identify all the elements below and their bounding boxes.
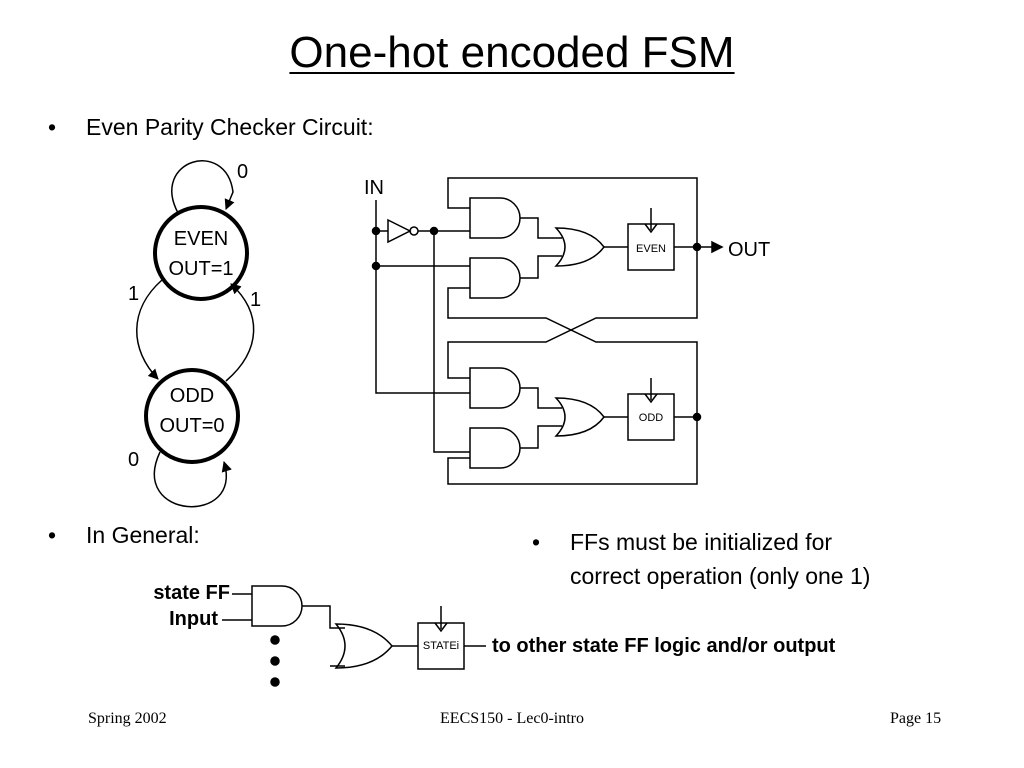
odd-feedback-bottom [447,417,698,485]
footer-page: Page 15 [890,710,942,727]
bullet-text-line1: FFs must be initialized for [570,529,833,555]
out-arrow [711,240,724,254]
state-even-name: EVEN [174,228,228,250]
wire [302,605,345,629]
state-odd-circle [144,368,240,464]
or-gate-even [554,227,605,267]
state-even-output: OUT=1 [168,258,233,280]
general-output-text: to other state FF logic and/or output [492,635,836,657]
in-label: IN [364,177,384,199]
bullet-text: In General: [86,522,200,548]
wire [520,387,562,409]
and-gate-3 [469,367,521,409]
transition-odd-to-even [225,283,255,382]
trans-odd-even-label: 1 [250,289,261,311]
self-loop-odd [153,451,232,508]
state-odd-name: ODD [170,385,214,407]
inv-to-and4-wire [433,231,470,453]
state-even-circle [153,205,249,301]
footer-date: Spring 2002 [88,710,167,727]
general-circuit: state FF Input STATEi to other state FF … [153,582,836,687]
transition-even-to-odd [136,279,163,380]
even-feedback-to-and3 [447,247,698,379]
and-gate-1 [469,197,521,239]
loop-odd-label: 0 [128,449,139,471]
and-gate-2 [469,257,521,299]
state-odd-output: OUT=0 [159,415,224,437]
footer-course: EECS150 - Lec0-intro [440,710,584,727]
clock-triangle [644,393,658,404]
loop-even-label: 0 [237,161,248,183]
clock-triangle [644,223,658,234]
bullet-dot: • [532,529,541,555]
and-gate-4 [469,427,521,469]
bullet-dot: • [48,114,57,140]
ellipsis-dot [270,656,280,666]
bullet-text: Even Parity Checker Circuit: [86,114,374,140]
state-ff-label: state FF [153,582,230,604]
bullet-dot: • [48,522,57,548]
ff-even-label: EVEN [636,243,666,255]
even-feedback-top [447,177,698,247]
and-gate-general [251,585,303,627]
ellipsis-dot [270,635,280,645]
out-label: OUT [728,239,770,261]
or-gate-odd [554,397,605,437]
slide-title: One-hot encoded FSM [289,28,735,77]
ellipsis-dot [270,677,280,687]
parity-circuit: IN EVEN [364,177,770,485]
bullet-text-line2: correct operation (only one 1) [570,563,871,589]
wire [520,255,562,279]
state-diagram: EVEN OUT=1 ODD OUT=0 0 0 1 1 [128,160,261,508]
ff-state-label: STATEi [423,640,459,652]
odd-feedback-to-and2 [447,287,698,417]
wire [520,425,562,449]
wire [520,217,562,239]
input-label: Input [169,608,218,630]
clock-triangle [434,622,448,633]
inverter-gate [387,218,412,244]
self-loop-even [171,160,235,214]
ff-odd-label: ODD [639,412,664,424]
or-gate-general [334,623,393,669]
trans-even-odd-label: 1 [128,283,139,305]
in-wire [375,200,470,394]
